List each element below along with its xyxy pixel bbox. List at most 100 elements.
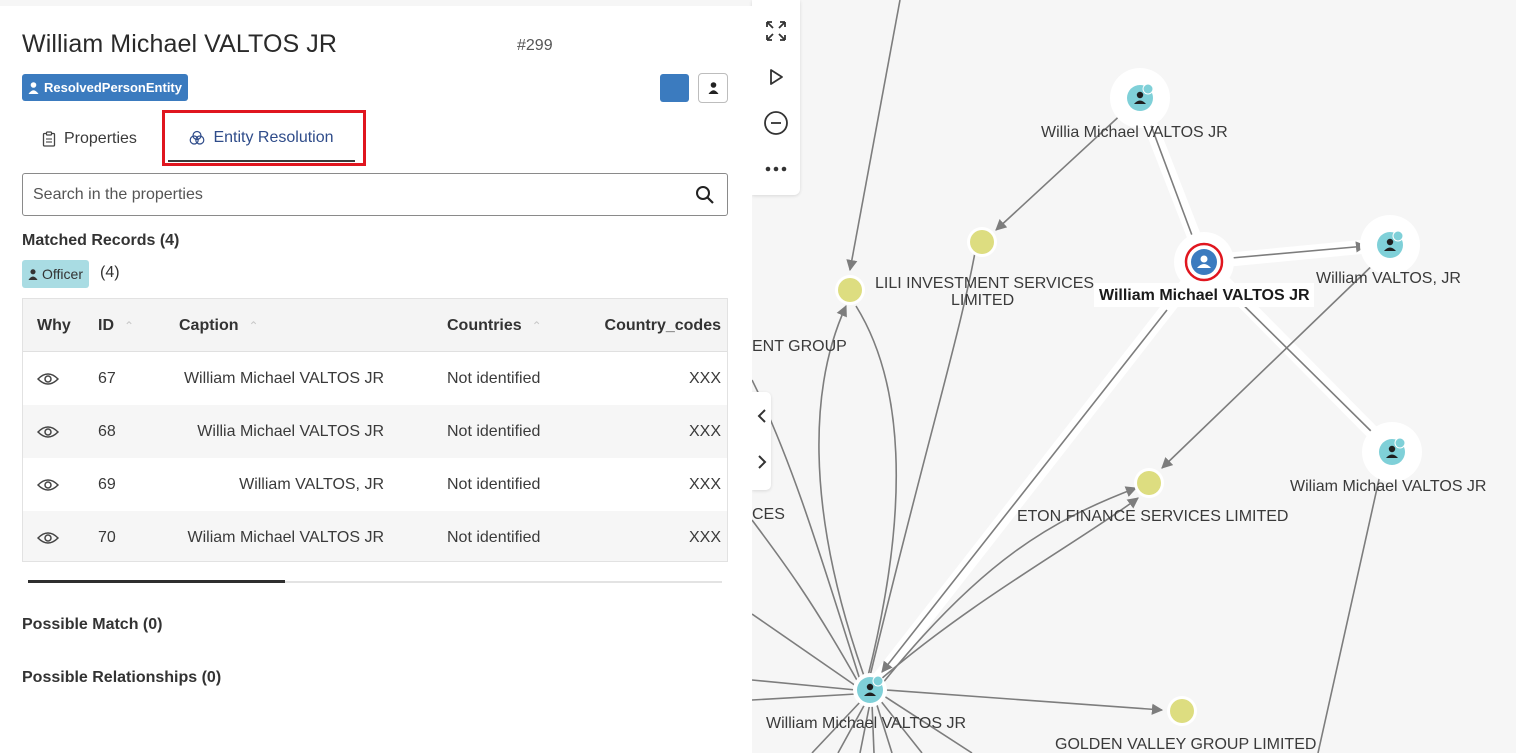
svg-text:William VALTOS, JR: William VALTOS, JR (1316, 270, 1461, 287)
row-id: 70 (98, 528, 116, 546)
tab-entity-resolution-label: Entity Resolution (213, 129, 334, 146)
possible-relationships-title[interactable]: Possible Relationships (0) (22, 669, 222, 686)
row-countries: Not identified (447, 369, 541, 387)
table-header: Why ID⌃ Caption⌃ Countries⌃ Country_code… (23, 299, 727, 352)
row-country-codes: XXX (688, 369, 721, 387)
column-countries[interactable]: Countries⌃ (447, 316, 542, 334)
tab-properties-label: Properties (64, 130, 137, 147)
row-country-codes: XXX (688, 528, 721, 546)
person-style-button[interactable] (698, 73, 728, 103)
node-eton[interactable]: ETON FINANCE SERVICES LIMITED (1017, 468, 1288, 525)
eye-icon[interactable] (37, 352, 59, 405)
color-swatch-button[interactable] (660, 74, 689, 102)
entity-id-label: #299 (517, 37, 553, 54)
row-country-codes: XXX (688, 475, 721, 493)
sort-icon[interactable]: ⌃ (531, 318, 542, 333)
node-company-1[interactable] (967, 227, 997, 257)
matched-records-table: Why ID⌃ Caption⌃ Countries⌃ Country_code… (22, 298, 728, 562)
possible-match-title[interactable]: Possible Match (0) (22, 616, 163, 633)
chevron-right-icon (757, 455, 766, 469)
entity-type-label: ResolvedPersonEntity (44, 80, 182, 95)
table-row[interactable]: 68 Willia Michael VALTOS JR Not identifi… (23, 405, 727, 458)
highlight-edges (863, 91, 1399, 697)
row-caption: William VALTOS, JR (239, 475, 384, 493)
person-icon (28, 81, 39, 94)
eye-icon[interactable] (37, 458, 59, 511)
sort-icon[interactable]: ⌃ (124, 318, 135, 333)
zoom-out-icon (764, 111, 788, 135)
officer-filter-label: Officer (42, 266, 83, 282)
fullscreen-button[interactable] (752, 8, 800, 54)
play-button[interactable] (752, 54, 800, 100)
svg-text:LIMITED: LIMITED (951, 292, 1014, 309)
row-id: 69 (98, 475, 116, 493)
more-icon (765, 166, 787, 172)
zoom-out-button[interactable] (752, 100, 800, 146)
table-horizontal-scrollbar[interactable] (28, 580, 722, 583)
svg-text:Wiliam Michael VALTOS JR: Wiliam Michael VALTOS JR (1290, 478, 1486, 495)
search-icon[interactable] (695, 185, 715, 205)
row-caption: William Michael VALTOS JR (183, 369, 384, 387)
entity-type-badge: ResolvedPersonEntity (22, 74, 188, 101)
svg-text:ETON FINANCE SERVICES LIMITED: ETON FINANCE SERVICES LIMITED (1017, 508, 1288, 525)
graph-svg[interactable]: Willia Michael VALTOS JR LILI INVESTMENT… (752, 0, 1516, 753)
svg-text:Willia Michael VALTOS JR: Willia Michael VALTOS JR (1041, 124, 1228, 141)
row-caption: Wiliam Michael VALTOS JR (187, 528, 384, 546)
eye-icon[interactable] (37, 511, 59, 561)
row-country-codes: XXX (688, 422, 721, 440)
column-caption[interactable]: Caption⌃ (179, 316, 259, 334)
tab-entity-resolution[interactable]: Entity Resolution (168, 116, 355, 162)
node-william-valtos[interactable]: William VALTOS, JR (1316, 215, 1461, 287)
node-resolved-center[interactable]: William Michael VALTOS JR (1094, 232, 1314, 307)
person-icon (28, 268, 38, 280)
panel-collapse-control (752, 392, 771, 490)
expand-right-button[interactable] (752, 442, 771, 482)
officer-count: (4) (100, 264, 120, 281)
search-input[interactable] (33, 174, 673, 215)
chevron-left-icon (757, 409, 766, 423)
node-label-partial-group: ENT GROUP (752, 338, 847, 355)
node-bottom-person[interactable]: William Michael VALTOS JR (766, 673, 966, 732)
node-willia[interactable]: Willia Michael VALTOS JR (1041, 68, 1228, 141)
person-icon (708, 82, 718, 94)
row-id: 68 (98, 422, 116, 440)
entity-detail-panel: William Michael VALTOS JR #299 ResolvedP… (0, 6, 752, 753)
properties-search (22, 173, 728, 216)
column-id[interactable]: ID⌃ (98, 316, 135, 334)
column-country-codes[interactable]: Country_codes (604, 316, 721, 334)
node-lili[interactable]: LILI INVESTMENT SERVICES LIMITED (835, 275, 1094, 309)
collapse-left-button[interactable] (752, 396, 771, 436)
page-title: William Michael VALTOS JR (22, 30, 338, 58)
more-button[interactable] (752, 146, 800, 192)
row-id: 67 (98, 369, 116, 387)
row-caption: Willia Michael VALTOS JR (197, 422, 384, 440)
svg-text:William Michael VALTOS JR: William Michael VALTOS JR (1099, 287, 1310, 304)
clipboard-icon (42, 131, 56, 147)
row-countries: Not identified (447, 528, 541, 546)
svg-text:William Michael VALTOS JR: William Michael VALTOS JR (766, 715, 966, 732)
svg-text:LILI INVESTMENT SERVICES: LILI INVESTMENT SERVICES (875, 275, 1094, 292)
node-label-partial-ces: CES (752, 506, 785, 523)
eye-icon[interactable] (37, 405, 59, 458)
row-countries: Not identified (447, 475, 541, 493)
node-golden[interactable]: GOLDEN VALLEY GROUP LIMITED (1055, 696, 1316, 753)
entity-resolution-icon (190, 130, 205, 145)
table-row[interactable]: 69 William VALTOS, JR Not identified XXX (23, 458, 727, 511)
svg-text:GOLDEN VALLEY GROUP LIMITED: GOLDEN VALLEY GROUP LIMITED (1055, 736, 1316, 753)
node-wiliam[interactable]: Wiliam Michael VALTOS JR (1290, 422, 1486, 495)
column-why: Why (37, 316, 71, 334)
sort-icon[interactable]: ⌃ (248, 318, 259, 333)
play-icon (770, 69, 783, 85)
graph-toolbar (752, 0, 800, 195)
scrollbar-thumb[interactable] (28, 580, 285, 583)
tab-properties[interactable]: Properties (42, 116, 137, 162)
matched-records-title: Matched Records (4) (22, 232, 180, 249)
graph-canvas[interactable]: Willia Michael VALTOS JR LILI INVESTMENT… (752, 0, 1516, 753)
tab-highlight-box (162, 110, 366, 166)
officer-filter-chip[interactable]: Officer (22, 260, 89, 288)
table-row[interactable]: 67 William Michael VALTOS JR Not identif… (23, 352, 727, 405)
row-countries: Not identified (447, 422, 541, 440)
graph-edges (752, 0, 1383, 753)
fullscreen-icon (766, 21, 786, 41)
table-row[interactable]: 70 Wiliam Michael VALTOS JR Not identifi… (23, 511, 727, 561)
